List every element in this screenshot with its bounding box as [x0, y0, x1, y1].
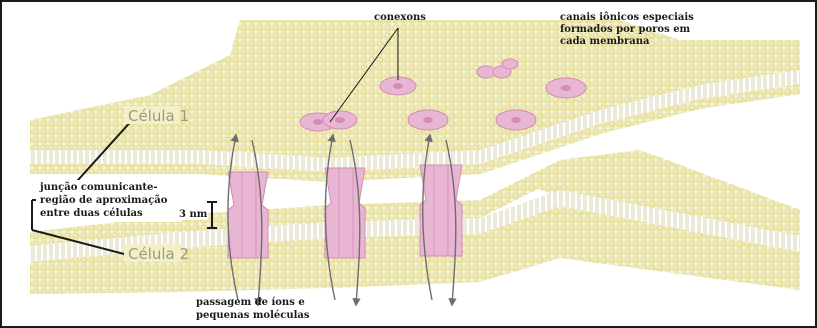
distance-label: 3 nm: [179, 209, 208, 220]
juncao-label-line-3: entre duas células: [40, 208, 143, 219]
canais-label-line-2: formados por poros em: [560, 24, 691, 35]
passagem-label-line-2: pequenas moléculas: [196, 310, 310, 321]
celula-1-label: Célula 1: [128, 107, 189, 125]
juncao-label-line-1: junção comunicante-: [39, 182, 158, 193]
canais-label-line-1: canais iônicos especiais: [560, 12, 694, 23]
canais-label-line-3: cada membrana: [560, 36, 650, 47]
conexons-label: conexons: [374, 12, 426, 23]
celula-2-label: Célula 2: [128, 245, 189, 263]
passagem-label-line-1: passagem de íons e: [196, 297, 305, 308]
juncao-label-line-2: região de aproximação: [40, 195, 168, 206]
